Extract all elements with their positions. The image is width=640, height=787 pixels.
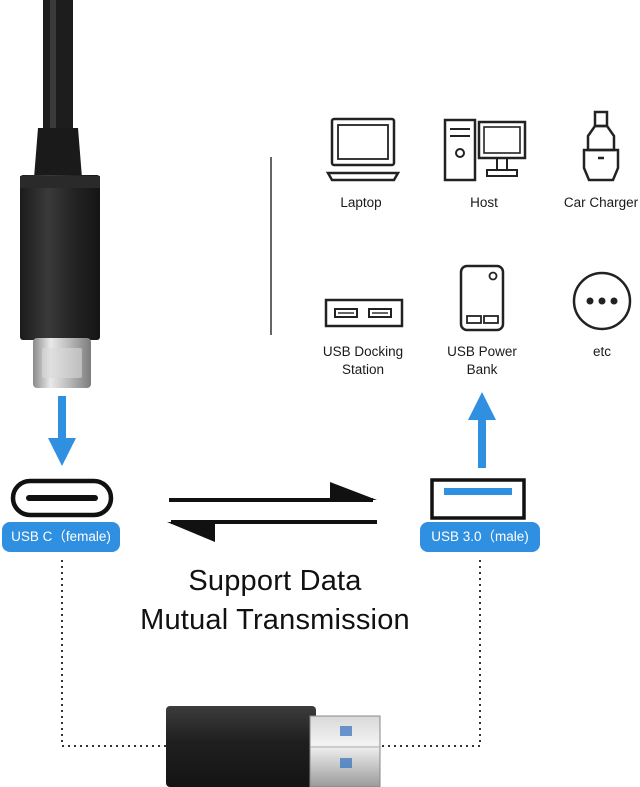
power-bank-icon bbox=[459, 264, 505, 332]
device-label-car-charger: Car Charger bbox=[563, 195, 639, 210]
device-label-usb-docking-station: USB Docking Station bbox=[322, 344, 404, 377]
usb-c-to-usb-a-adapter bbox=[166, 706, 381, 787]
usb-c-cable-plug bbox=[20, 0, 100, 388]
dotted-connector-lines bbox=[61, 560, 481, 747]
headline-line-2: Mutual Transmission bbox=[140, 604, 410, 636]
desktop-computer-icon bbox=[443, 118, 527, 182]
usb-a-port-icon bbox=[430, 478, 526, 520]
bidirectional-transfer-arrows bbox=[167, 482, 377, 542]
usb-3-male-label: USB 3.0（male) bbox=[420, 522, 540, 552]
divider bbox=[270, 157, 272, 335]
up-arrow-icon bbox=[468, 392, 496, 468]
device-label-laptop: Laptop bbox=[340, 195, 382, 210]
device-label-usb-power-bank: USB Power Bank bbox=[447, 344, 517, 377]
device-label-host: Host bbox=[470, 195, 498, 210]
laptop-icon bbox=[326, 117, 400, 182]
usb-c-female-label: USB C（female) bbox=[2, 522, 120, 552]
headline-line-1: Support Data bbox=[188, 565, 362, 597]
usb-docking-station-icon bbox=[324, 298, 404, 328]
down-arrow-icon bbox=[48, 396, 76, 466]
usb-c-port-icon bbox=[10, 478, 114, 518]
more-dots-icon bbox=[572, 271, 632, 331]
device-label-etc: etc bbox=[592, 344, 611, 359]
car-charger-icon bbox=[582, 110, 620, 182]
